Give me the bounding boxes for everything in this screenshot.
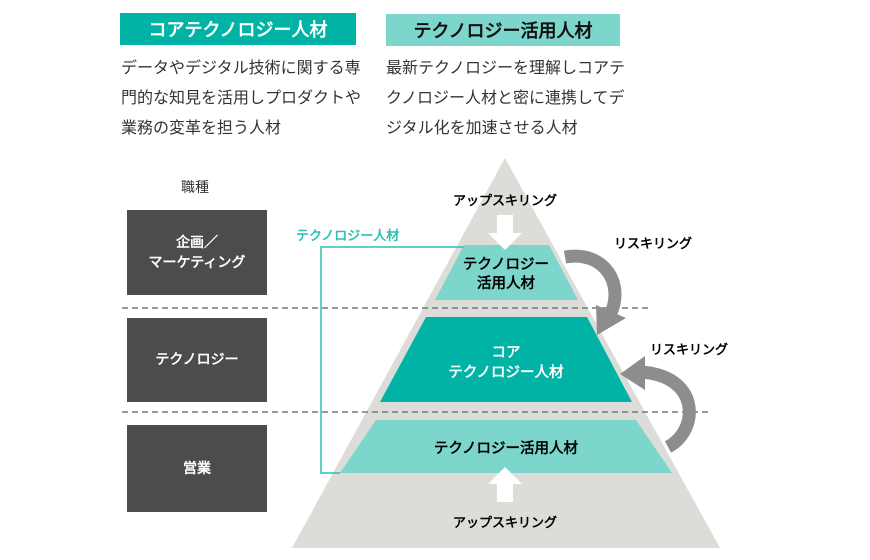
tech-utilization-description: 最新テクノロジーを理解しコアテ クノロジー人材と密に連携してデ ジタル化を加速さ… — [386, 53, 625, 143]
band-top — [435, 245, 578, 300]
desc-line: クノロジー人材と密に連携してデ — [386, 88, 625, 107]
band-middle-label: コア テクノロジー人材 — [406, 343, 606, 383]
band-bottom-label: テクノロジー活用人材 — [433, 441, 579, 457]
reskilling-label: リスキリング — [650, 343, 729, 358]
label-line: テクノロジー — [462, 257, 550, 273]
job-technology: テクノロジー — [127, 318, 267, 402]
desc-line: データやデジタル技術に関する専 — [121, 58, 361, 77]
job-type-label: 職種 — [181, 180, 209, 196]
label-line: コア — [491, 345, 521, 361]
arrow-up-icon — [488, 467, 522, 502]
desc-line: ジタル化を加速させる人材 — [386, 118, 578, 137]
tech-talent-bracket — [320, 246, 464, 474]
core-tech-description: データやデジタル技術に関する専 門的な知見を活用しプロダクトや 業務の変革を担う… — [121, 53, 361, 143]
reskilling-arrowhead — [596, 305, 626, 335]
job-planning-marketing: 企画／ マーケティング — [127, 210, 267, 295]
label-line: 活用人材 — [477, 276, 535, 292]
band-bottom — [340, 420, 672, 473]
band-top-label: テクノロジー 活用人材 — [436, 256, 576, 294]
desc-line: 業務の変革を担う人材 — [121, 118, 282, 137]
job-label: 企画／ — [176, 234, 218, 251]
reskilling-arrowhead — [620, 356, 645, 390]
job-sales: 営業 — [127, 425, 267, 512]
upskilling-label-bottom: アップスキリング — [452, 516, 557, 531]
reskilling-arrow-icon — [639, 365, 696, 453]
header-tech-utilization: テクノロジー活用人材 — [386, 14, 620, 46]
tech-talent-label: テクノロジー人材 — [296, 229, 400, 244]
reskilling-arrow-icon — [563, 249, 622, 318]
upskilling-label-top: アップスキリング — [452, 194, 557, 209]
label-line: テクノロジー人材 — [448, 365, 564, 381]
band-middle — [380, 317, 632, 402]
desc-line: 最新テクノロジーを理解しコアテ — [386, 58, 626, 77]
arrow-down-icon — [488, 215, 522, 250]
job-label: テクノロジー — [155, 352, 239, 368]
job-label: 営業 — [183, 460, 211, 477]
desc-line: 門的な知見を活用しプロダクトや — [121, 88, 362, 107]
header-core-tech: コアテクノロジー人材 — [120, 13, 356, 45]
job-label: マーケティング — [148, 254, 246, 271]
reskilling-label: リスキリング — [614, 237, 693, 252]
